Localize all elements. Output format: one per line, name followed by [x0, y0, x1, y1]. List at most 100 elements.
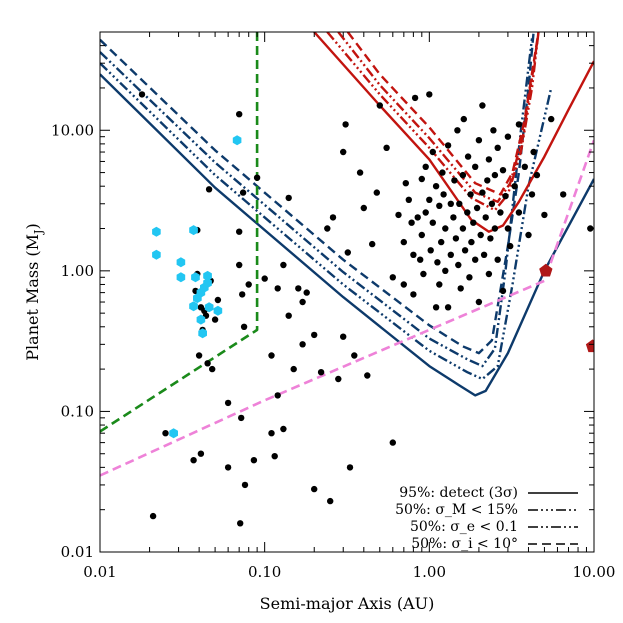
black-planet-point-75 — [408, 219, 415, 226]
black-planet-point-2 — [162, 430, 169, 437]
black-planet-point-19 — [224, 464, 232, 471]
black-planet-point-154 — [528, 191, 536, 198]
cyan-planet-point-5 — [189, 225, 198, 236]
black-planet-point-40 — [280, 425, 287, 433]
black-planet-point-127 — [477, 231, 484, 239]
legend: 95%: detect (3σ) 50%: σ_M < 15% 50%: σ_e… — [395, 485, 578, 552]
black-planet-point-118 — [466, 274, 473, 281]
black-planet-point-115 — [461, 247, 469, 254]
black-planet-point-121 — [470, 219, 477, 226]
black-planet-point-151 — [515, 121, 523, 128]
cyan-planet-point-1 — [152, 249, 161, 260]
black-planet-point-18 — [214, 296, 222, 304]
black-planet-point-130 — [480, 251, 488, 258]
y-tick-label-1: 0.10 — [61, 402, 94, 420]
black-planet-point-64 — [369, 240, 376, 248]
black-planet-point-61 — [356, 169, 364, 176]
black-planet-point-77 — [410, 251, 417, 258]
black-planet-point-70 — [395, 211, 402, 219]
black-planet-point-81 — [418, 231, 425, 239]
black-planet-point-153 — [525, 231, 532, 239]
black-planet-point-142 — [497, 209, 504, 216]
black-planet-point-59 — [346, 464, 354, 471]
red-curve-dash-dot-dot-dot-5 — [326, 32, 540, 212]
black-planet-point-72 — [400, 281, 407, 288]
black-planet-point-74 — [405, 196, 412, 203]
black-planet-point-100 — [442, 225, 449, 232]
black-planet-point-158 — [548, 115, 555, 123]
black-planet-point-28 — [240, 323, 248, 330]
black-planet-point-65 — [373, 189, 380, 196]
black-planet-point-71 — [400, 238, 407, 246]
black-planet-point-91 — [432, 304, 440, 311]
black-planet-point-148 — [507, 242, 514, 250]
black-planet-point-124 — [473, 204, 481, 212]
black-planet-point-106 — [451, 177, 458, 184]
black-planet-point-50 — [317, 369, 325, 376]
black-planet-point-112 — [459, 225, 467, 232]
x-tick-label-3: 10.00 — [573, 563, 616, 581]
black-planet-point-147 — [504, 133, 512, 140]
black-planet-point-34 — [268, 430, 275, 437]
black-planet-point-128 — [479, 189, 486, 196]
black-planet-point-80 — [417, 256, 424, 263]
red-planet-point-0 — [539, 263, 553, 277]
y-tick-label-0: 0.01 — [61, 543, 94, 561]
black-planet-point-82 — [418, 175, 425, 183]
black-planet-point-137 — [490, 127, 497, 134]
black-planet-point-120 — [468, 238, 475, 246]
black-planet-point-104 — [447, 251, 454, 258]
black-planet-point-60 — [351, 352, 358, 359]
black-planet-point-20 — [224, 399, 232, 407]
black-planet-point-125 — [475, 298, 483, 306]
plot-frame — [99, 31, 595, 553]
black-planet-point-136 — [488, 200, 496, 207]
black-planet-point-152 — [521, 163, 528, 170]
black-planet-point-51 — [324, 225, 331, 232]
blue-curve-dash-dot-dot-2 — [100, 38, 534, 368]
black-planet-point-109 — [455, 261, 462, 269]
y-tick-label-3: 10.00 — [51, 121, 94, 139]
black-planet-point-53 — [329, 214, 337, 221]
black-planet-point-140 — [494, 256, 501, 263]
black-planet-point-39 — [280, 261, 287, 269]
legend-entry-detect: 95%: detect (3σ) — [399, 485, 518, 501]
y-axis-label: Planet Mass (MJ) — [23, 223, 45, 360]
black-planet-point-103 — [447, 200, 454, 207]
cyan-planet-point-11 — [198, 328, 207, 339]
black-planet-point-46 — [299, 341, 306, 348]
black-planet-point-56 — [340, 148, 347, 156]
black-planet-point-79 — [414, 214, 421, 221]
black-planet-point-139 — [491, 171, 499, 179]
black-planet-point-58 — [344, 249, 351, 256]
cyan-planet-point-0 — [152, 226, 161, 237]
black-planet-point-150 — [515, 209, 523, 216]
green-curve-dashed-8 — [100, 32, 259, 433]
black-planet-point-21 — [236, 111, 243, 118]
black-planet-point-98 — [440, 191, 447, 198]
black-planet-point-13 — [204, 360, 211, 367]
black-planet-point-86 — [426, 91, 433, 98]
black-planet-point-122 — [472, 163, 479, 170]
black-planet-point-131 — [482, 214, 489, 221]
black-planet-point-83 — [420, 270, 427, 278]
black-planet-point-67 — [383, 144, 390, 151]
black-planet-point-159 — [560, 191, 567, 198]
black-planet-point-93 — [434, 259, 441, 266]
black-planet-point-41 — [285, 312, 292, 319]
legend-entry-mass: 50%: σ_M < 15% — [395, 502, 518, 518]
black-planet-point-76 — [410, 291, 417, 298]
black-planet-point-132 — [484, 177, 491, 184]
black-planet-point-17 — [211, 316, 219, 323]
black-planet-point-23 — [236, 261, 243, 269]
label-layer: Semi-major Axis (AU) Planet Mass (MJ) — [23, 223, 434, 613]
black-planet-point-8 — [197, 450, 205, 457]
black-planet-point-107 — [452, 235, 460, 242]
black-planet-point-66 — [376, 102, 383, 109]
x-tick-label-0: 0.01 — [83, 563, 116, 581]
black-planet-point-68 — [389, 274, 396, 281]
black-planet-point-87 — [426, 196, 433, 203]
black-planet-point-133 — [485, 270, 493, 278]
red-planet-point-1 — [585, 339, 594, 353]
